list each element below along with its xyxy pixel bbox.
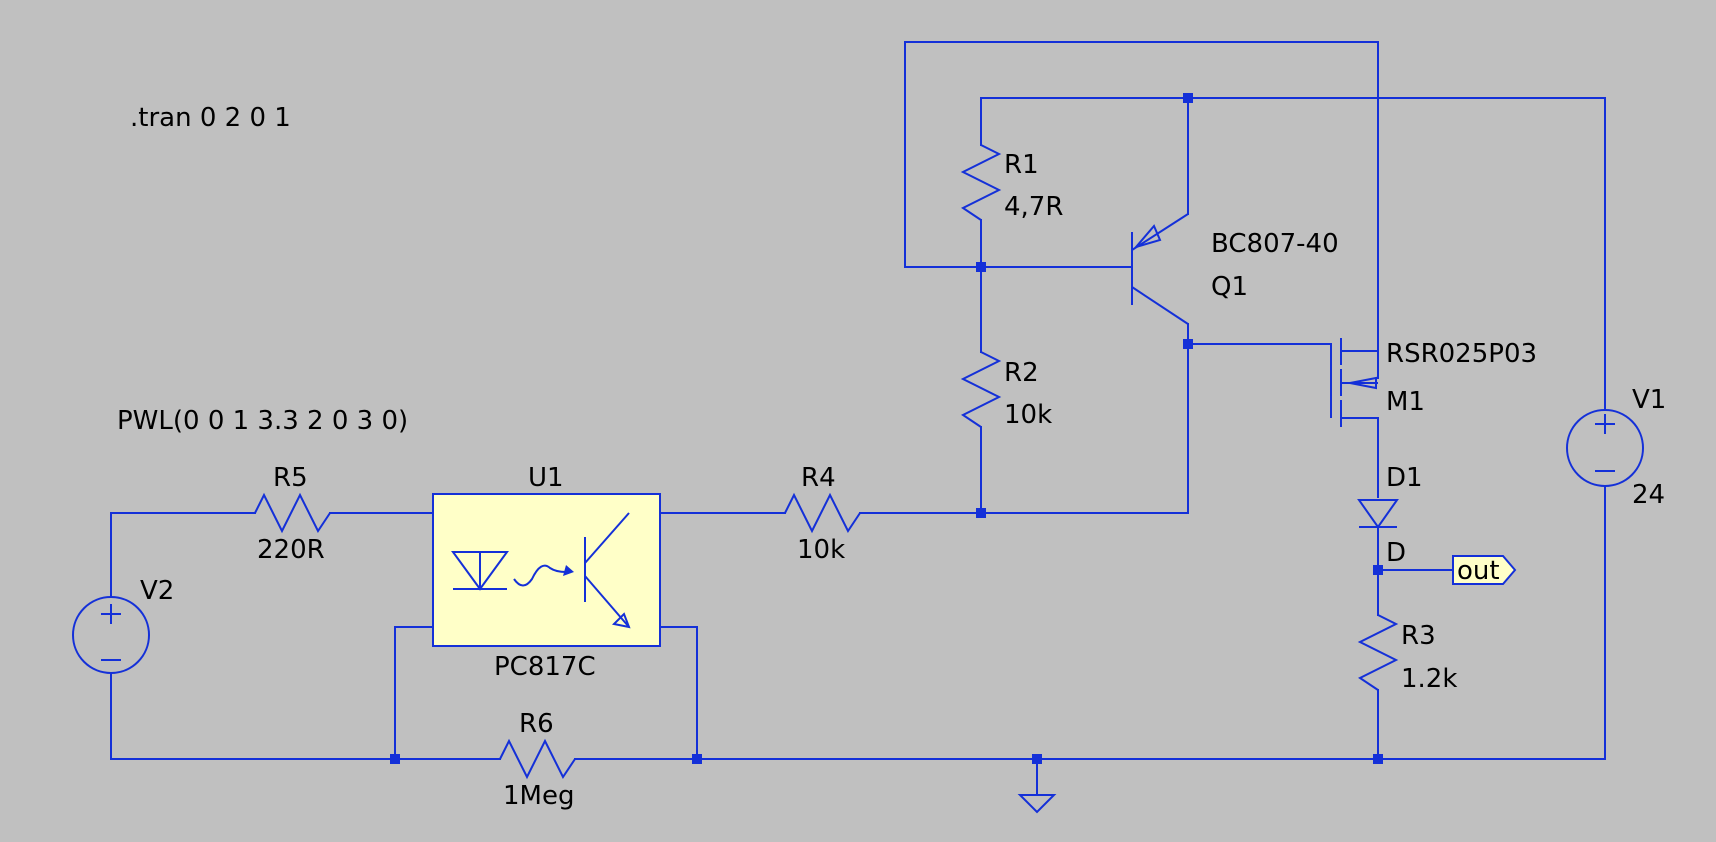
voltage-source-v2[interactable] <box>72 596 150 674</box>
resistor-r2[interactable] <box>960 351 1002 428</box>
v2-name-label: V2 <box>140 576 174 606</box>
q1-name-label: Q1 <box>1211 272 1248 302</box>
r3-value-label: 1.2k <box>1401 664 1457 694</box>
r1-name-label: R1 <box>1004 150 1039 180</box>
resistor-r6[interactable] <box>499 738 576 780</box>
junction-node <box>976 508 986 518</box>
net-d-label: D <box>1386 538 1406 568</box>
d1-name-label: D1 <box>1386 463 1423 493</box>
r5-value-label: 220R <box>257 535 325 565</box>
voltage-source-v1[interactable] <box>1566 409 1644 487</box>
net-flag-out[interactable] <box>1452 555 1517 585</box>
r6-name-label: R6 <box>519 709 554 739</box>
pwl-directive[interactable]: PWL(0 0 1 3.3 2 0 3 0) <box>117 406 408 436</box>
u1-name-label: U1 <box>528 463 564 493</box>
r4-value-label: 10k <box>797 535 845 565</box>
u1-value-label: PC817C <box>494 652 596 682</box>
junction-node <box>1183 339 1193 349</box>
diode-d1[interactable] <box>1357 499 1399 529</box>
q1-value-label: BC807-40 <box>1211 229 1339 259</box>
transistor-q1[interactable] <box>1131 213 1189 325</box>
r1-value-label: 4,7R <box>1004 192 1063 222</box>
resistor-r5[interactable] <box>254 492 331 534</box>
r2-name-label: R2 <box>1004 358 1039 388</box>
r2-value-label: 10k <box>1004 400 1052 430</box>
junction-node <box>1183 93 1193 103</box>
mosfet-m1[interactable] <box>1330 338 1378 427</box>
optocoupler-u1[interactable] <box>432 493 661 647</box>
junction-node <box>976 262 986 272</box>
r6-value-label: 1Meg <box>503 781 574 811</box>
r4-name-label: R4 <box>801 463 836 493</box>
r5-name-label: R5 <box>273 463 308 493</box>
tran-directive[interactable]: .tran 0 2 0 1 <box>130 103 291 133</box>
resistor-r1[interactable] <box>960 144 1002 221</box>
junction-nodes <box>390 93 1383 764</box>
ground-symbol <box>1017 794 1057 814</box>
junction-node <box>1373 754 1383 764</box>
v1-value-label: 24 <box>1632 480 1665 510</box>
v1-name-label: V1 <box>1632 385 1666 415</box>
r3-name-label: R3 <box>1401 621 1436 651</box>
resistor-r4[interactable] <box>784 492 861 534</box>
m1-value-label: RSR025P03 <box>1386 339 1537 369</box>
junction-node <box>390 754 400 764</box>
junction-node <box>1373 565 1383 575</box>
resistor-r3[interactable] <box>1357 614 1399 691</box>
out-flag-label: out <box>1457 556 1500 586</box>
m1-name-label: M1 <box>1386 387 1425 417</box>
junction-node <box>1032 754 1042 764</box>
junction-node <box>692 754 702 764</box>
